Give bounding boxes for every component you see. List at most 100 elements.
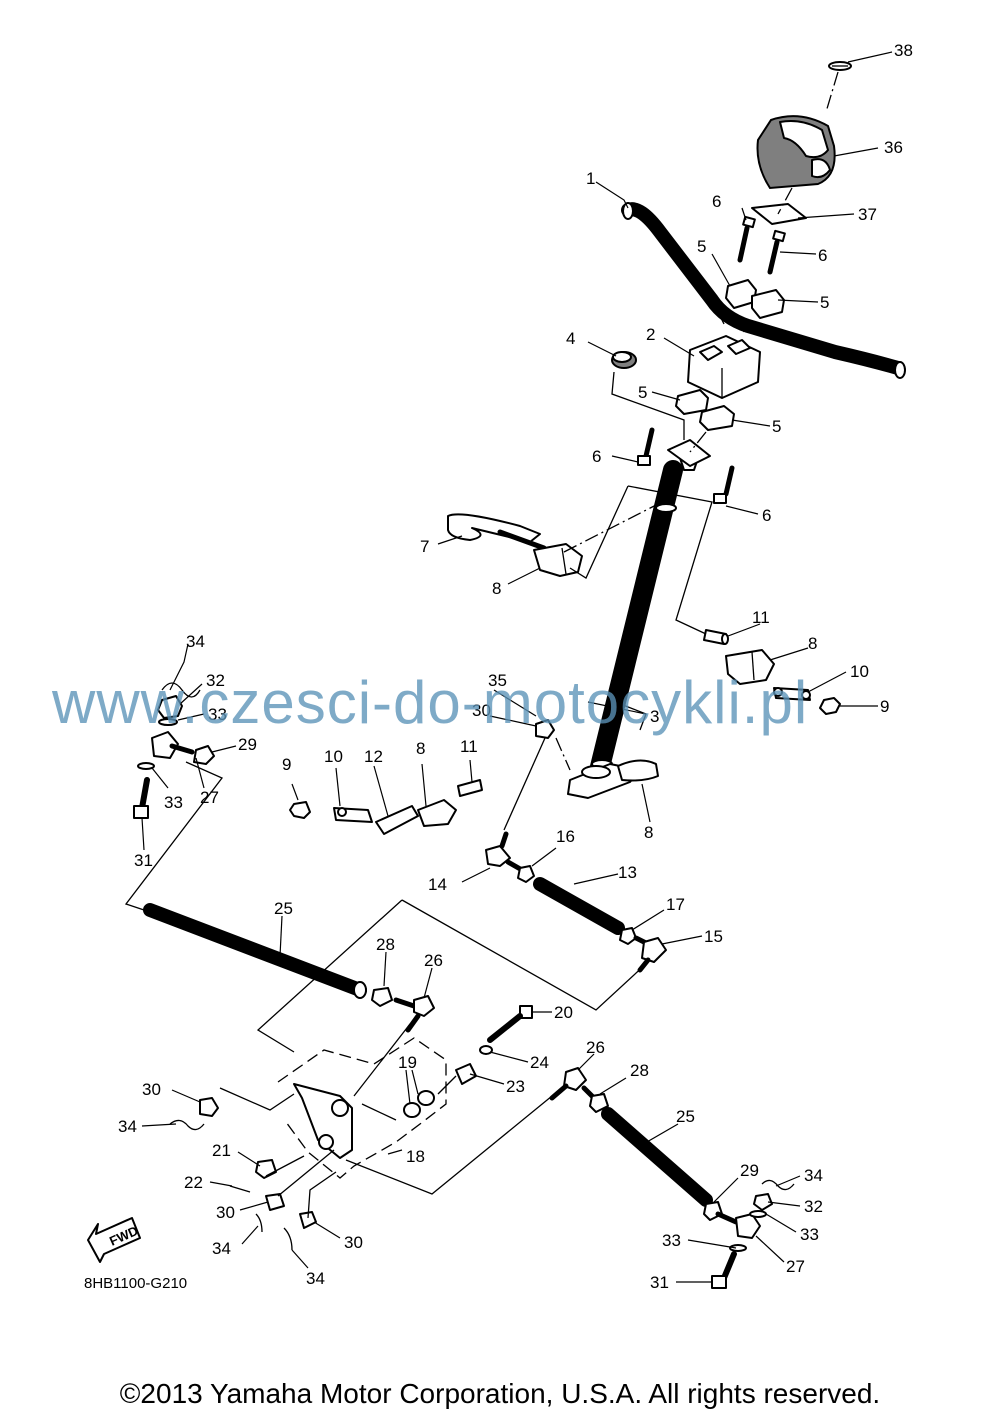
callout-8: 8 — [644, 823, 653, 842]
callout-34: 34 — [118, 1117, 137, 1136]
callout-30: 30 — [472, 701, 491, 720]
callout-10: 10 — [324, 747, 343, 766]
callout-24: 24 — [530, 1053, 549, 1072]
part-lower-holder-2 — [687, 335, 761, 399]
callout-28: 28 — [376, 935, 395, 954]
callout-33: 33 — [662, 1231, 681, 1250]
callout-21: 21 — [212, 1141, 231, 1160]
callout-10: 10 — [850, 662, 869, 681]
callout-18: 18 — [406, 1147, 425, 1166]
copyright-notice: ©2013 Yamaha Motor Corporation, U.S.A. A… — [119, 1378, 881, 1409]
part-steering-column-3 — [588, 439, 711, 785]
callout-37: 37 — [858, 205, 877, 224]
part-cap-4 — [611, 351, 637, 369]
part-plate-37 — [751, 203, 807, 225]
callout-8: 8 — [492, 579, 501, 598]
part-handlebar-pad-36 — [756, 115, 836, 190]
part-link-chain-middle — [289, 779, 483, 835]
callout-14: 14 — [428, 875, 447, 894]
callout-6: 6 — [592, 447, 601, 466]
callout-11: 11 — [752, 608, 770, 627]
callout-6: 6 — [818, 246, 827, 265]
callout-6: 6 — [762, 506, 771, 525]
part-tie-rod-end-right — [703, 1179, 795, 1289]
callout-38: 38 — [894, 41, 913, 60]
callout-32: 32 — [206, 671, 225, 690]
callout-13: 13 — [618, 863, 637, 882]
watermark-text: www.czesci-do-motocykli.pl — [52, 669, 809, 736]
callout-33: 33 — [164, 793, 183, 812]
callout-8: 8 — [808, 634, 817, 653]
callout-25: 25 — [274, 899, 293, 918]
callout-35: 35 — [488, 671, 507, 690]
callout-7: 7 — [420, 537, 429, 556]
callout-15: 15 — [704, 927, 723, 946]
part-bracket-7 — [447, 513, 547, 551]
callout-28: 28 — [630, 1061, 649, 1080]
part-clamp-8-right — [725, 649, 775, 685]
part-nut-16 — [517, 865, 535, 883]
part-nut-9-right — [819, 697, 841, 715]
part-link-10-right — [773, 687, 811, 701]
callout-9: 9 — [282, 755, 291, 774]
callout-33: 33 — [800, 1225, 819, 1244]
part-nut-28-right — [589, 1093, 609, 1113]
part-bolt-20 — [487, 1005, 533, 1043]
part-rod-end-26-right — [549, 1067, 597, 1101]
part-tie-rod-end-left — [133, 682, 215, 819]
callout-27: 27 — [200, 788, 219, 807]
callout-25: 25 — [676, 1107, 695, 1126]
callout-2: 2 — [646, 325, 655, 344]
callout-4: 4 — [566, 329, 575, 348]
part-lower-holders-5 — [675, 389, 735, 431]
callout-34: 34 — [186, 632, 205, 651]
callout-5: 5 — [697, 237, 706, 256]
leader-lines — [141, 51, 893, 1283]
callout-30: 30 — [216, 1203, 235, 1222]
part-tie-rod-end-15 — [619, 927, 667, 973]
callout-3: 3 — [650, 707, 659, 726]
fwd-direction-arrow: FWD — [87, 1217, 141, 1263]
callout-30: 30 — [344, 1233, 363, 1252]
callout-12: 12 — [364, 747, 383, 766]
callout-17: 17 — [666, 895, 685, 914]
callout-36: 36 — [884, 138, 903, 157]
callout-33: 33 — [208, 705, 227, 724]
callout-34: 34 — [212, 1239, 231, 1258]
callout-16: 16 — [556, 827, 575, 846]
callout-5: 5 — [638, 383, 647, 402]
part-nut-30-column — [535, 719, 555, 739]
callout-31: 31 — [134, 851, 153, 870]
diagram-code: 8HB1100-G210 — [84, 1275, 187, 1292]
assembly-lines — [124, 71, 839, 1219]
callout-22: 22 — [184, 1173, 203, 1192]
callout-9: 9 — [880, 697, 889, 716]
callout-27: 27 — [786, 1257, 805, 1276]
callout-29: 29 — [238, 735, 257, 754]
callout-26: 26 — [424, 951, 443, 970]
callout-23: 23 — [506, 1077, 525, 1096]
callout-34: 34 — [804, 1166, 823, 1185]
part-pitman-arm — [567, 759, 659, 799]
part-rod-25-right — [601, 1107, 713, 1207]
callout-34: 34 — [306, 1269, 325, 1288]
callout-labels: 38 36 37 1 6 6 5 5 4 2 5 5 6 6 7 8 11 8 … — [118, 41, 913, 1292]
callout-8: 8 — [416, 739, 425, 758]
callout-29: 29 — [740, 1161, 759, 1180]
part-clip-38 — [828, 61, 852, 71]
part-rod-25-left — [143, 903, 367, 999]
part-pin-11-upper — [703, 629, 729, 645]
callout-19: 19 — [398, 1053, 417, 1072]
callout-6: 6 — [712, 192, 721, 211]
callout-20: 20 — [554, 1003, 573, 1022]
part-bushings-19 — [403, 1090, 435, 1118]
part-tie-rod-end-14 — [485, 831, 525, 873]
part-handlebar-1 — [621, 202, 906, 379]
callout-5: 5 — [772, 417, 781, 436]
callout-30: 30 — [142, 1080, 161, 1099]
part-bolt-6-lower — [637, 427, 735, 504]
part-collar-23 — [455, 1063, 477, 1085]
part-washer-24 — [479, 1045, 493, 1055]
